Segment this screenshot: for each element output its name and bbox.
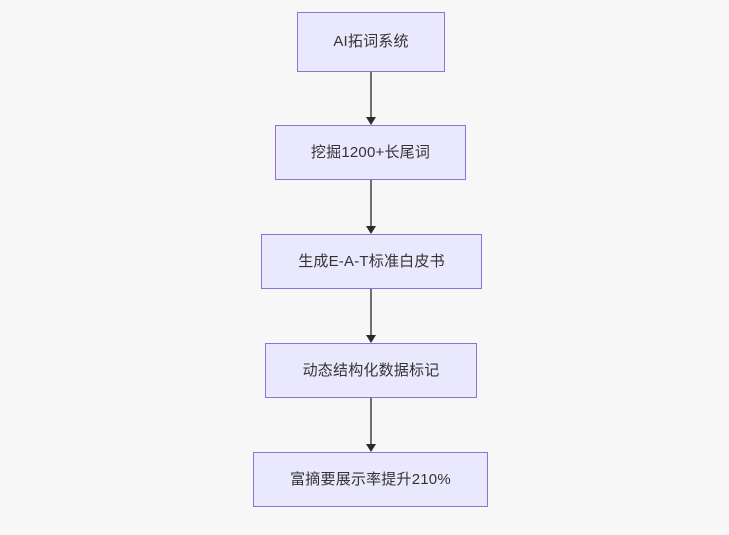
flow-node-n5[interactable]: 富摘要展示率提升210% — [253, 452, 488, 507]
arrow-line-icon — [370, 289, 372, 335]
arrowhead-down-icon — [366, 335, 376, 343]
flow-node-n3[interactable]: 生成E-A-T标准白皮书 — [261, 234, 482, 289]
flow-node-label: 挖掘1200+长尾词 — [310, 143, 431, 161]
flow-node-label: 生成E-A-T标准白皮书 — [298, 252, 445, 270]
arrowhead-down-icon — [366, 117, 376, 125]
flow-node-label: AI拓词系统 — [333, 33, 409, 50]
flow-node-n1[interactable]: AI拓词系统 — [297, 12, 445, 72]
flow-node-n4[interactable]: 动态结构化数据标记 — [265, 343, 477, 398]
arrow-line-icon — [370, 398, 372, 444]
flow-node-label: 动态结构化数据标记 — [302, 361, 440, 379]
flow-node-n2[interactable]: 挖掘1200+长尾词 — [275, 125, 466, 180]
flow-node-label: 富摘要展示率提升210% — [290, 470, 451, 488]
arrowhead-down-icon — [366, 226, 376, 234]
arrow-line-icon — [370, 180, 372, 226]
arrowhead-down-icon — [366, 444, 376, 452]
arrow-line-icon — [370, 72, 372, 117]
